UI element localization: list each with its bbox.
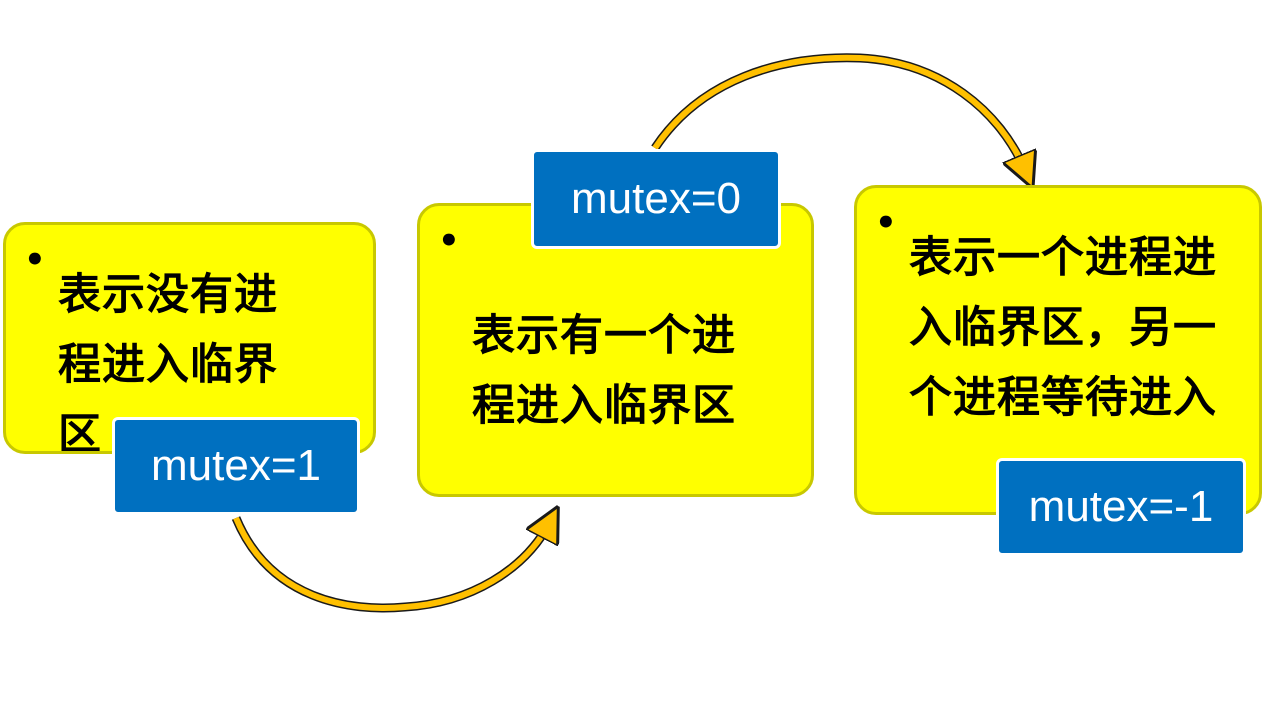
mutex-label-minus-1: mutex=-1 [996,458,1246,556]
state-description: • 表示一个进程进入临界区，另一个进程等待进入 [857,188,1219,433]
mutex-label-0: mutex=0 [531,149,781,249]
bullet: • [24,240,47,280]
bullet: • [438,221,461,261]
state-text: 表示一个进程进入临界区，另一个进程等待进入 [909,233,1217,423]
state-box-one-process: • 表示有一个进程进入临界区 [417,203,814,497]
bullet: • [875,203,898,243]
arrow-mutex0-to-mutexm1 [651,53,1026,172]
mutex-label-1: mutex=1 [112,417,360,515]
state-text: 表示有一个进程进入临界区 [472,311,736,431]
state-box-no-process: • 表示没有进程进入临界区 [3,222,376,454]
state-description: • 表示没有进程进入临界区 [6,225,313,454]
state-description: • 表示有一个进程进入临界区 [420,206,772,441]
arrow-mutex1-to-mutex0 [231,518,550,613]
state-text: 表示没有进程进入临界区 [58,270,278,454]
